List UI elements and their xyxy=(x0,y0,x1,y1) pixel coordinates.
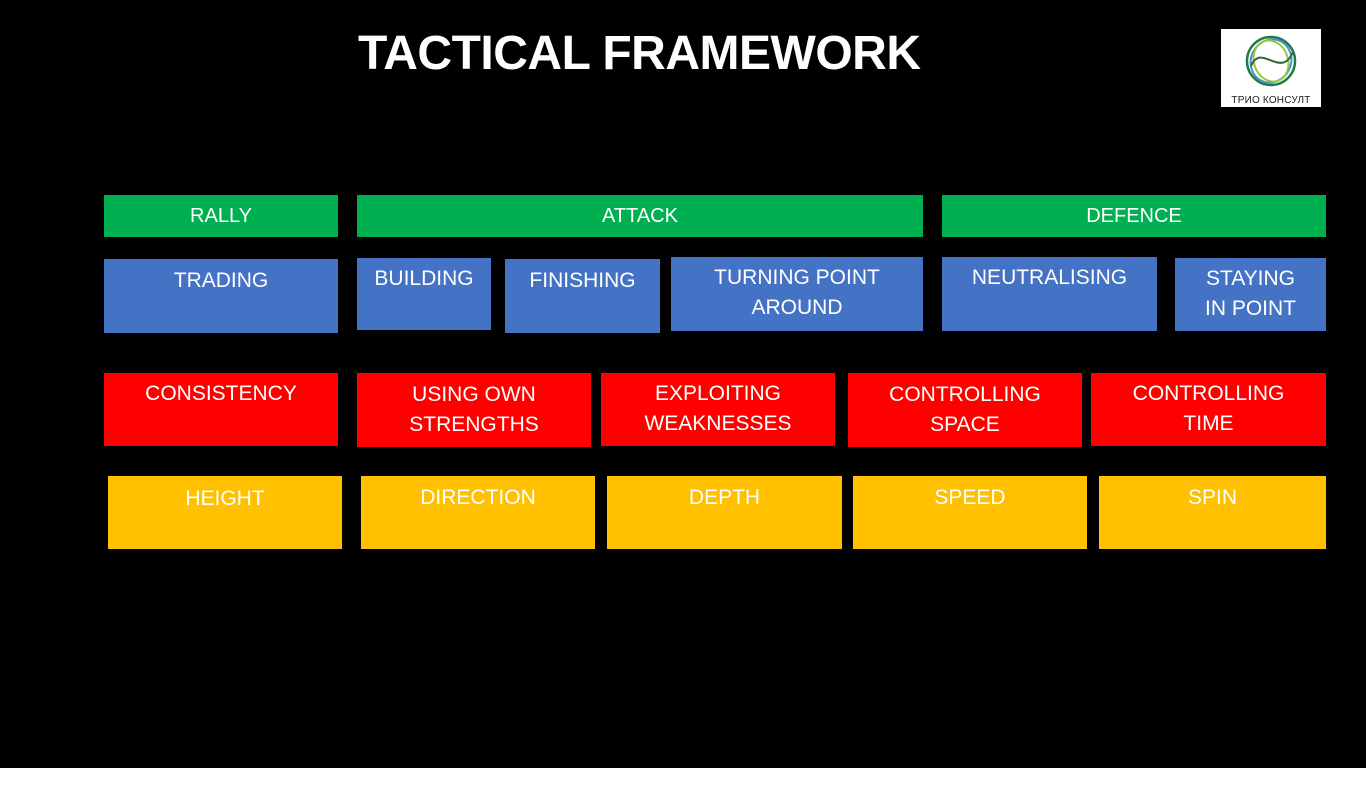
intention-consistency: CONSISTENCY xyxy=(104,373,338,446)
situation-staying-in-point: STAYING IN POINT xyxy=(1175,258,1326,331)
ball-quality-direction: DIRECTION xyxy=(361,476,595,549)
trio-consult-logo-icon xyxy=(1245,35,1297,87)
logo-text: ТРИО КОНСУЛТ xyxy=(1231,95,1311,106)
logo: ТРИО КОНСУЛТ xyxy=(1221,29,1321,107)
intention-exploiting-weaknesses: EXPLOITING WEAKNESSES xyxy=(601,373,835,446)
situation-neutralising: NEUTRALISING xyxy=(942,257,1157,331)
intention-controlling-space: CONTROLLING SPACE xyxy=(848,373,1082,447)
intention-controlling-time: CONTROLLING TIME xyxy=(1091,373,1326,446)
situation-finishing: FINISHING xyxy=(505,259,660,333)
phase-attack: ATTACK xyxy=(357,195,923,237)
ball-quality-depth: DEPTH xyxy=(607,476,842,549)
situation-trading: TRADING xyxy=(104,259,338,333)
ball-quality-spin: SPIN xyxy=(1099,476,1326,549)
slide: TACTICAL FRAMEWORK ТРИО КОНСУЛТ RALLY AT… xyxy=(0,0,1366,768)
situation-building: BUILDING xyxy=(357,258,491,330)
ball-quality-speed: SPEED xyxy=(853,476,1087,549)
intention-using-own-strengths: USING OWN STRENGTHS xyxy=(357,373,591,447)
phase-defence: DEFENCE xyxy=(942,195,1326,237)
page-title: TACTICAL FRAMEWORK xyxy=(358,27,921,80)
situation-turning-point-around: TURNING POINT AROUND xyxy=(671,257,923,331)
phase-rally: RALLY xyxy=(104,195,338,237)
ball-quality-height: HEIGHT xyxy=(108,476,342,549)
